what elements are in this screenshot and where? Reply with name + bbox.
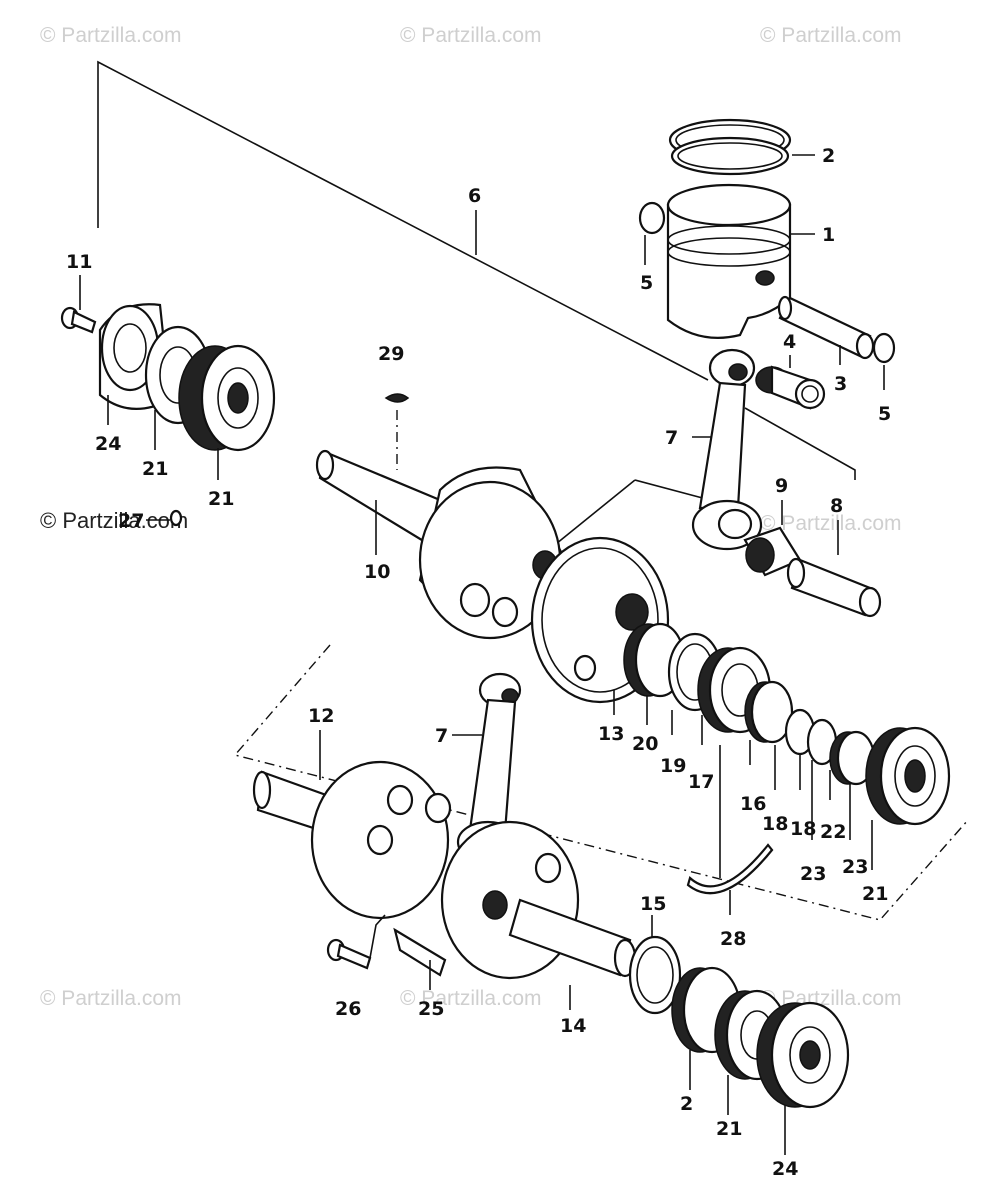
callout-18-ring-b: 18 [790,818,816,840]
callout-21-bearing-lower: 21 [716,1118,742,1140]
callout-4-bearing: 4 [783,331,796,353]
bracket [393,927,447,977]
callout-12-crank-lower: 12 [308,705,334,727]
watermark: © Partzilla.com [400,24,542,47]
thrust-washer [628,935,682,1015]
watermark: © Partzilla.com [760,512,902,535]
circlip-left [638,201,666,235]
crankshaft-half-left [315,449,567,640]
callout-5-clip-left: 5 [640,272,653,294]
callout-25-bracket: 25 [418,998,444,1020]
callout-27-ring: 27 [118,510,144,532]
retaining-ring [686,843,774,895]
woodruff-key [384,393,410,470]
callout-20-bearing: 20 [632,733,658,755]
callout-10-crank-left: 10 [364,561,390,583]
callout-21-bearing-b: 21 [208,488,234,510]
callout-16-seal: 16 [740,793,766,815]
callout-14-crank-lower: 14 [560,1015,586,1037]
watermark: © Partzilla.com [40,24,182,47]
watermark: © Partzilla.com [400,987,542,1010]
callout-5-clip-right: 5 [878,403,891,425]
callout-9-bearing: 9 [775,475,788,497]
bearing-housing-lower [756,1001,850,1109]
small-end-bearing [755,365,826,410]
callout-29-key: 29 [378,343,404,365]
callout-23-seal-b: 23 [842,856,868,878]
callout-7-rod-lower: 7 [435,725,448,747]
callout-11-screw: 11 [66,251,92,273]
leader-lines [79,154,885,1155]
big-end-bearing [743,526,802,577]
callouts: 2 1 5 6 4 3 5 7 9 8 11 29 24 21 21 27 10… [66,145,891,1180]
screw-upper [60,306,97,334]
callout-21-bearing-right: 21 [862,883,888,905]
watermark: © Partzilla.com [40,987,182,1010]
screw-lower [326,914,386,970]
connecting-rod-upper [691,348,763,551]
small-ring [169,509,183,527]
bearing-upper-b [178,344,276,452]
callout-2-rings: 2 [822,145,835,167]
callout-1-piston: 1 [822,224,835,246]
callout-17-seal: 17 [688,771,714,793]
callout-24-housing-lower: 24 [772,1158,798,1180]
crankshaft-lower-left [252,760,452,920]
bearing-21-right [865,726,951,826]
callout-28-retainer: 28 [720,928,746,950]
piston-rings [668,118,792,176]
piston [666,183,792,339]
callout-2-bearing: 2 [680,1093,693,1115]
callout-24-housing: 24 [95,433,121,455]
crankshaft-lower-right [440,820,637,980]
callout-6-kit: 6 [468,185,481,207]
callout-23-seal-a: 23 [800,863,826,885]
watermark: © Partzilla.com [760,24,902,47]
callout-21-bearing-a: 21 [142,458,168,480]
crank-pin [786,557,882,618]
callout-8-crankpin: 8 [830,495,843,517]
callout-3-pin: 3 [834,373,847,395]
piston-pin [777,295,875,360]
callout-13-web: 13 [598,723,624,745]
callout-19-spacer: 19 [660,755,686,777]
callout-7-rod-upper: 7 [665,427,678,449]
callout-15-washer: 15 [640,893,666,915]
callout-18-ring-a: 18 [762,813,788,835]
seal-16 [744,680,794,744]
callout-22-seal: 22 [820,821,846,843]
circlip-right [872,332,896,364]
callout-26-screw: 26 [335,998,361,1020]
seal-22-23 [829,730,876,786]
